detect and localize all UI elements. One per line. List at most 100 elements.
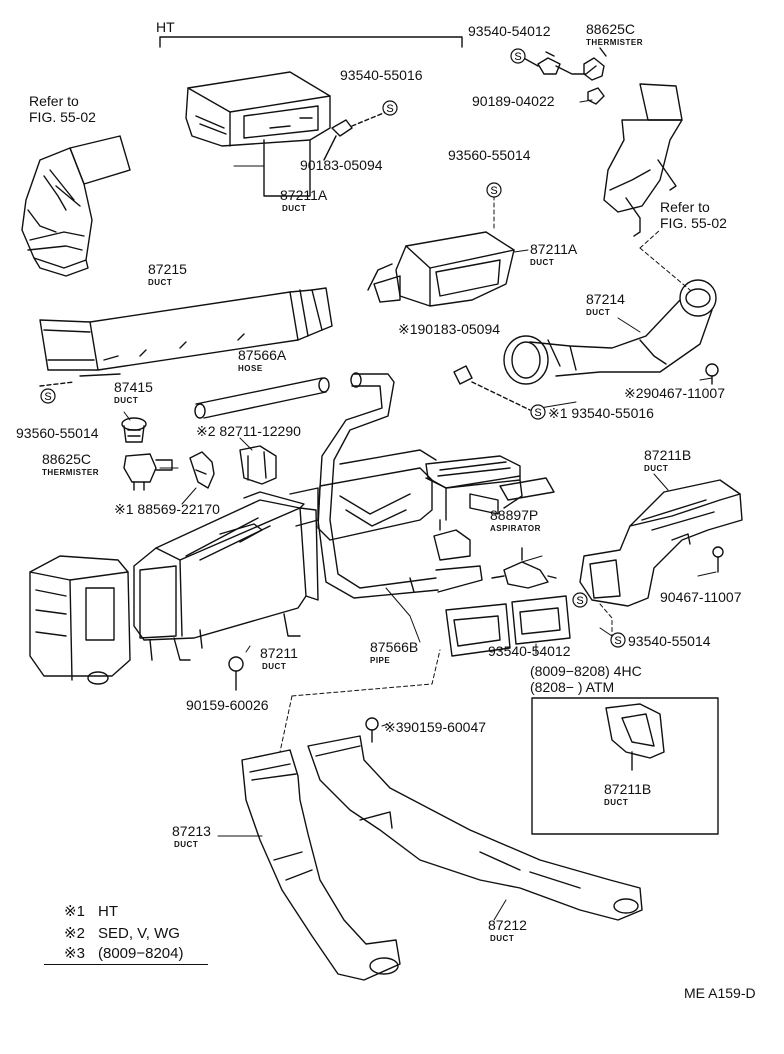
ht-bracket xyxy=(159,36,463,48)
pipe-87566b xyxy=(317,372,483,599)
part-number: 87211B xyxy=(604,781,652,797)
duct-87212 xyxy=(307,735,643,921)
part-name: DUCT xyxy=(114,396,139,405)
part-number: 87211B xyxy=(644,447,692,463)
part-name: PIPE xyxy=(370,656,391,665)
thermistor-88625c-top xyxy=(519,47,607,81)
part-number: 88625C xyxy=(42,451,92,467)
part-number: 87214 xyxy=(586,291,625,307)
svg-text:S: S xyxy=(386,103,393,115)
part-number: ※190183-05094 xyxy=(398,321,501,337)
svg-text:S: S xyxy=(44,391,51,403)
part-name: DUCT xyxy=(604,798,629,807)
part-number: 87566B xyxy=(370,639,419,655)
part-name: THERMISTER xyxy=(586,38,643,47)
svg-text:S: S xyxy=(576,595,583,607)
ref-left-line1: Refer to xyxy=(29,93,79,109)
duct-87211 xyxy=(133,491,319,661)
s-markers: S S S S S S S xyxy=(40,48,626,648)
part-number: ※2 82711-12290 xyxy=(196,423,301,439)
part-number: 87211A xyxy=(530,241,578,257)
part-name: DUCT xyxy=(282,204,307,213)
s-marker: S xyxy=(530,404,546,420)
screw-90159-60026 xyxy=(228,656,244,691)
part-number: ※1 88569-22170 xyxy=(114,501,220,517)
part-number: 93540-54012 xyxy=(488,643,571,659)
part-number: 90467-11007 xyxy=(660,589,742,605)
duct-87215 xyxy=(39,287,333,387)
duct-87214 xyxy=(503,279,717,385)
duct-87211a-top xyxy=(185,71,331,197)
svg-text:S: S xyxy=(534,407,541,419)
inset-line2: (8208− ) ATM xyxy=(530,679,615,695)
part-number: 90159-60026 xyxy=(186,697,269,713)
part-number: 88897P xyxy=(490,507,539,523)
svg-text:S: S xyxy=(514,51,521,63)
part-number: 93560-55014 xyxy=(448,147,531,163)
part-name: THERMISTER xyxy=(42,468,99,477)
s-marker: S xyxy=(382,100,398,116)
thermistor-88625c-left xyxy=(123,453,173,491)
part-number: 93560-55014 xyxy=(16,425,99,441)
footnote-text: SED, V, WG xyxy=(98,925,180,942)
ref-right-line1: Refer to xyxy=(660,199,710,215)
diagram-code: ME A159-D xyxy=(684,985,756,1001)
part-number: 93540-55014 xyxy=(628,633,711,649)
part-number: 87415 xyxy=(114,379,153,395)
hose-87566a xyxy=(194,377,330,419)
part-name: DUCT xyxy=(586,308,611,317)
footnote-text: HT xyxy=(98,903,118,920)
part-number: 90189-04022 xyxy=(472,93,555,109)
part-name: DUCT xyxy=(174,840,199,849)
svg-text:S: S xyxy=(614,635,621,647)
footnote-mark: ※2 xyxy=(64,925,85,942)
ref-left-line2: FIG. 55-02 xyxy=(29,109,96,125)
part-number: 87211 xyxy=(260,645,298,661)
part-number: 88625C xyxy=(586,21,636,37)
part-name: DUCT xyxy=(530,258,555,267)
duct-left-upper xyxy=(21,135,131,277)
duct-87213 xyxy=(241,749,401,981)
part-name: DUCT xyxy=(262,662,287,671)
duct-87211a-mid xyxy=(367,231,515,307)
footnote-mark: ※3 xyxy=(64,945,85,962)
footnote-text: (8009−8204) xyxy=(98,945,184,962)
blower-unit xyxy=(29,555,131,685)
part-number: 87212 xyxy=(488,917,527,933)
clip-90183-05094-top xyxy=(323,111,387,161)
screw-390159-60047 xyxy=(365,717,379,743)
footnote-mark: ※1 xyxy=(64,903,85,920)
s-marker: S xyxy=(510,48,526,64)
clip-88569-22170 xyxy=(189,451,215,489)
s-marker: S xyxy=(486,182,502,198)
header-ht: HT xyxy=(156,19,175,35)
part-number: 87215 xyxy=(148,261,187,277)
svg-text:S: S xyxy=(490,185,497,197)
clip-82711-12290 xyxy=(239,445,277,485)
part-number: 87213 xyxy=(172,823,211,839)
part-name: HOSE xyxy=(238,364,263,373)
part-number: 90183-05094 xyxy=(300,157,383,173)
vent-pair xyxy=(445,595,571,657)
s-marker: S xyxy=(610,632,626,648)
clip-190183-05094 xyxy=(453,365,531,411)
screw-90467-11007 xyxy=(712,546,724,573)
s-marker: S xyxy=(572,592,588,608)
part-name: ASPIRATOR xyxy=(490,524,541,533)
part-number: ※1 93540-55016 xyxy=(548,405,654,421)
ref-right-line2: FIG. 55-02 xyxy=(660,215,727,231)
aspirator-88897p xyxy=(491,547,557,589)
s-marker: S xyxy=(40,388,56,404)
part-number: 87211A xyxy=(280,187,328,203)
duct-right-upper xyxy=(603,83,683,237)
footnote-underline xyxy=(44,964,208,965)
part-number: 87566A xyxy=(238,347,287,363)
part-number: 93540-55016 xyxy=(340,67,423,83)
part-number: 93540-54012 xyxy=(468,23,551,39)
clip-90189-04022 xyxy=(587,87,605,105)
leader-lines xyxy=(47,99,717,921)
duct-87415 xyxy=(121,417,147,443)
part-name: DUCT xyxy=(148,278,173,287)
duct-87211b-right xyxy=(579,479,743,607)
